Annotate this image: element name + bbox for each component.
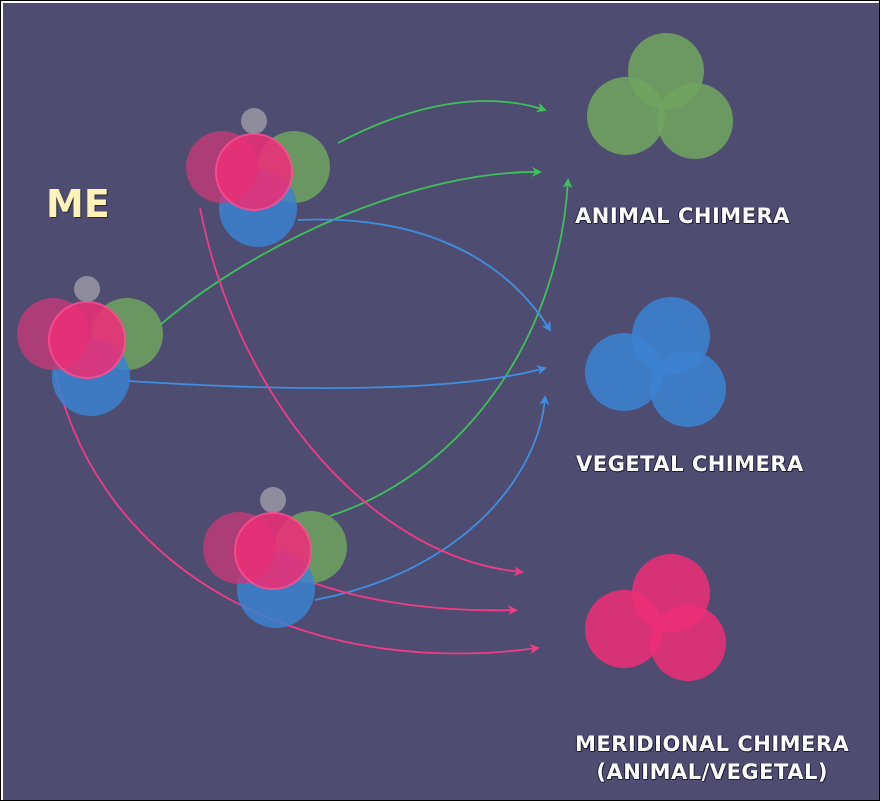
meridional-label-line2: (ANIMAL/VEGETAL) [575, 758, 849, 786]
meridional-chimera-label: MERIDIONAL CHIMERA (ANIMAL/VEGETAL) [575, 730, 849, 786]
meridional-label-line1: MERIDIONAL CHIMERA [575, 730, 849, 758]
me-label: ME [46, 182, 110, 226]
vegetal-chimera-label: VEGETAL CHIMERA [576, 452, 804, 476]
animal-chimera-label: ANIMAL CHIMERA [575, 204, 790, 228]
